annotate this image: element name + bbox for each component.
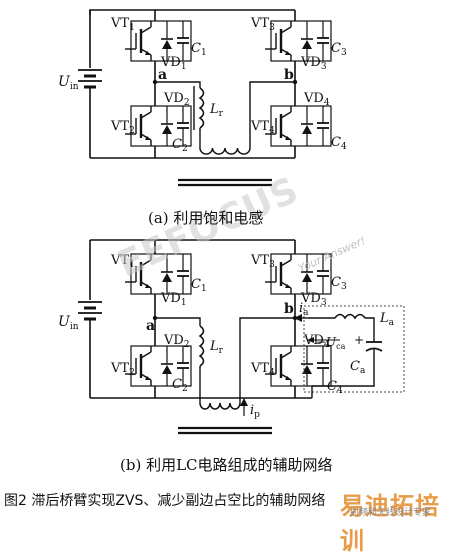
node-a-label-a: a [158, 67, 167, 83]
label-c1-a: C1 [191, 41, 207, 58]
source-uin-a [78, 69, 102, 89]
label-la-b: La [379, 311, 395, 328]
label-c2-b: C2 [172, 377, 188, 394]
training-logo-subtext: 射频和天线设计专家 [350, 508, 432, 518]
label-vd3-a: VD3 [300, 55, 327, 72]
node-b-label-b: b [284, 301, 294, 317]
caption-b: (b) 利用LC电路组成的辅助网络 [120, 456, 333, 474]
label-vd2-a: VD2 [163, 91, 190, 108]
label-vd3-b: VD3 [300, 291, 327, 308]
label-vt1-b: VT1 [110, 253, 135, 270]
label-uca-b: Uca [326, 335, 346, 351]
label-lr-a: Lr [209, 102, 224, 119]
label-c4-a: C4 [331, 135, 347, 152]
label-c3-b: C3 [331, 275, 347, 292]
label-vt2-a: VT2 [110, 119, 135, 136]
label-vd4-a: VD4 [303, 91, 330, 108]
label-minus-b: − [316, 335, 326, 349]
label-c4-b: C4 [327, 379, 343, 396]
vt4-cell-a [263, 98, 333, 154]
node-b-label-a: b [284, 67, 294, 83]
figure-caption: 图2 滞后桥臂实现ZVS、减少副边占空比的辅助网络 [4, 493, 326, 509]
label-c2-a: C2 [172, 137, 188, 154]
figure-canvas: Uin VT1 C1 VD1 VD2 VT2 C2 VT3 C3 VD3 VD4… [58, 9, 405, 435]
transformer-a [178, 147, 272, 187]
auxiliary-inductor-la [334, 313, 366, 320]
source-uin-b [78, 301, 102, 321]
caption-a: (a) 利用饱和电感 [148, 209, 264, 227]
label-ca-b: Ca [350, 359, 366, 376]
label-vt2-b: VT2 [110, 361, 135, 378]
label-vd1-a: VD1 [160, 55, 187, 72]
label-ia-b: ia [299, 301, 309, 318]
label-ip-b: ip [250, 403, 260, 420]
label-vd2-b: VD2 [163, 333, 190, 350]
label-c1-b: C1 [191, 277, 207, 294]
label-vt4-a: VT4 [250, 119, 275, 136]
circuit-a: Uin VT1 C1 VD1 VD2 VT2 C2 VT3 C3 VD3 VD4… [58, 9, 347, 187]
label-uin-a: Uin [58, 74, 79, 92]
top-bus-a [89, 9, 156, 15]
label-vt1-a: VT1 [110, 16, 135, 33]
vt1-cell-a [123, 13, 193, 69]
label-plus-b: + [354, 333, 364, 347]
auxiliary-lc-network [294, 305, 405, 399]
label-vd4-b: VD4 [303, 333, 330, 350]
ip-arrow [240, 398, 248, 406]
auxiliary-capacitor-ca [365, 347, 383, 352]
label-uin-b: Uin [58, 314, 79, 332]
transformer-b [178, 402, 272, 435]
resonant-inductor-lr [198, 325, 205, 367]
circuit-b: Uin VT1 C1 VD1 VD2 VT2 C2 VT3 C3 VD3 VD4… [58, 239, 405, 435]
label-c3-a: C3 [331, 41, 347, 58]
label-vt3-a: VT3 [250, 16, 275, 33]
label-vt3-b: VT3 [250, 253, 275, 270]
node-a-label-b: a [146, 318, 155, 334]
label-vt4-b: VT4 [250, 361, 275, 378]
training-logo-watermark: 易迪拓培训 [340, 492, 440, 555]
vt3-cell-a [263, 13, 333, 69]
label-vd1-b: VD1 [160, 291, 187, 308]
saturable-inductor-lr [193, 86, 205, 130]
ia-arrow [294, 314, 302, 322]
label-lr-b: Lr [209, 339, 224, 356]
